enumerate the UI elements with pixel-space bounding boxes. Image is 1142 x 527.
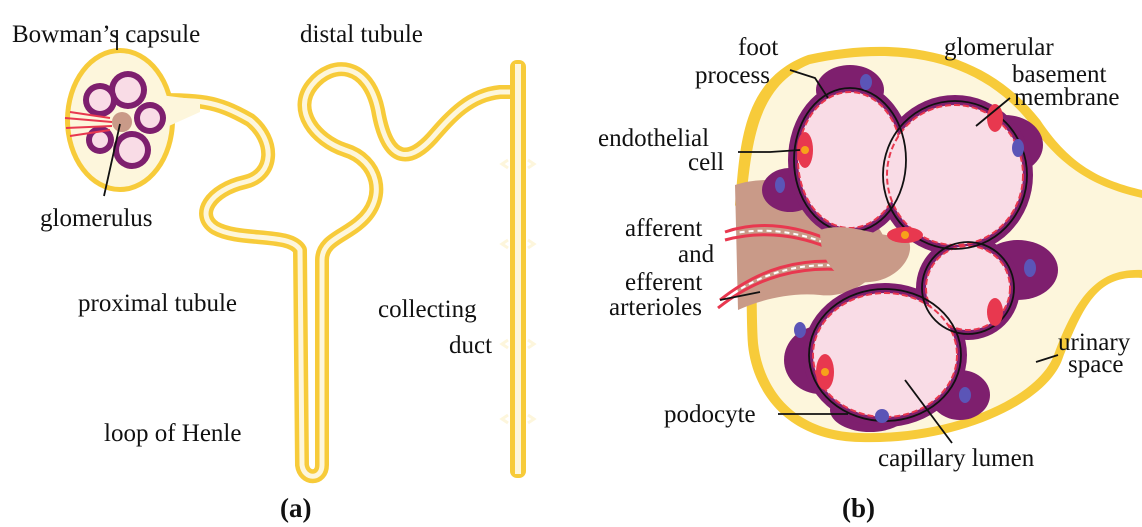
label-collecting-duct-1: collecting xyxy=(378,296,477,323)
label-collecting-duct-2: duct xyxy=(449,332,492,359)
panel-a: Bowman’s capsule glomerulus proximal tub… xyxy=(12,21,534,523)
label-proximal-tubule: proximal tubule xyxy=(78,290,237,317)
label-arterioles-4: arterioles xyxy=(609,294,702,321)
label-glomerular-bm-3: membrane xyxy=(1014,84,1120,111)
label-arterioles-3: efferent xyxy=(625,269,702,296)
label-podocyte: podocyte xyxy=(664,401,756,428)
label-arterioles-1: afferent xyxy=(625,215,702,242)
label-arterioles-2: and xyxy=(678,241,715,268)
label-glomerulus: glomerulus xyxy=(40,205,153,232)
collecting-duct xyxy=(502,60,534,478)
label-bowmans-capsule: Bowman’s capsule xyxy=(12,21,200,48)
caption-b: (b) xyxy=(842,493,875,523)
label-distal-tubule: distal tubule xyxy=(300,21,423,48)
caption-a: (a) xyxy=(280,493,311,523)
label-capillary-lumen: capillary lumen xyxy=(878,445,1035,472)
panel-b: foot process glomerular basement membran… xyxy=(598,34,1142,523)
nephron-tubule xyxy=(150,69,512,476)
label-endothelial-cell-2: cell xyxy=(688,149,724,176)
label-foot-process-2: process xyxy=(695,62,770,89)
label-urinary-space-2: space xyxy=(1068,351,1124,378)
label-endothelial-cell-1: endothelial xyxy=(598,125,709,152)
label-glomerular-bm-1: glomerular xyxy=(944,34,1054,61)
label-foot-process-1: foot xyxy=(738,34,778,61)
label-loop-of-henle: loop of Henle xyxy=(104,420,241,447)
